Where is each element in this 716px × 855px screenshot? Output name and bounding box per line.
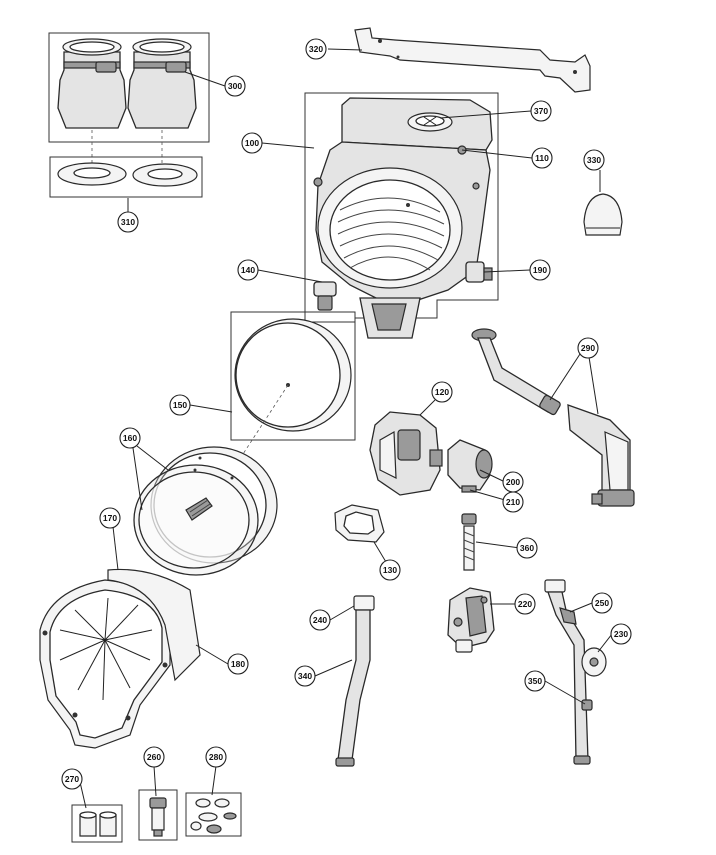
svg-text:260: 260 xyxy=(147,752,161,762)
svg-text:160: 160 xyxy=(123,433,137,443)
pipe-caps xyxy=(71,804,123,843)
callout-280: 280 xyxy=(205,746,227,768)
fan-gasket xyxy=(334,504,385,543)
drain-valve xyxy=(138,789,178,841)
fan-assembly xyxy=(369,411,443,496)
svg-text:310: 310 xyxy=(121,217,135,227)
heat-exchanger-assembly xyxy=(304,92,499,339)
svg-text:300: 300 xyxy=(228,81,242,91)
svg-text:150: 150 xyxy=(173,400,187,410)
svg-text:100: 100 xyxy=(245,138,259,148)
callout-320: 320 xyxy=(305,38,327,60)
callout-170: 170 xyxy=(99,507,121,529)
callout-130: 130 xyxy=(379,559,401,581)
seals-kit xyxy=(185,792,242,837)
callout-260: 260 xyxy=(143,746,165,768)
callout-340: 340 xyxy=(294,665,316,687)
svg-text:370: 370 xyxy=(534,106,548,116)
callout-110: 110 xyxy=(531,147,553,169)
callout-190: 190 xyxy=(529,259,551,281)
gas-valve xyxy=(447,587,495,653)
svg-text:110: 110 xyxy=(535,153,549,163)
svg-text:340: 340 xyxy=(298,671,312,681)
flue-gaskets xyxy=(49,156,203,198)
svg-text:190: 190 xyxy=(533,265,547,275)
svg-text:360: 360 xyxy=(520,543,534,553)
svg-text:280: 280 xyxy=(209,752,223,762)
callout-230: 230 xyxy=(610,623,632,645)
callout-100: 100 xyxy=(241,132,263,154)
svg-text:270: 270 xyxy=(65,774,79,784)
flue-adaptors xyxy=(48,32,210,165)
svg-text:170: 170 xyxy=(103,513,117,523)
svg-text:230: 230 xyxy=(614,629,628,639)
callout-330: 330 xyxy=(583,149,605,171)
svg-text:130: 130 xyxy=(383,565,397,575)
svg-text:250: 250 xyxy=(595,598,609,608)
callout-210: 210 xyxy=(502,491,524,513)
callout-270: 270 xyxy=(61,768,83,790)
svg-text:140: 140 xyxy=(241,265,255,275)
svg-text:240: 240 xyxy=(313,615,327,625)
svg-text:180: 180 xyxy=(231,659,245,669)
callout-370: 370 xyxy=(530,100,552,122)
svg-text:350: 350 xyxy=(528,676,542,686)
svg-text:330: 330 xyxy=(587,155,601,165)
callout-160: 160 xyxy=(119,427,141,449)
callout-200: 200 xyxy=(502,471,524,493)
callout-290: 290 xyxy=(577,337,599,359)
callout-250: 250 xyxy=(591,592,613,614)
burner-plate xyxy=(39,568,201,749)
callout-150: 150 xyxy=(169,394,191,416)
heating-flow-pipe xyxy=(335,595,375,767)
callout-240: 240 xyxy=(309,609,331,631)
callout-180: 180 xyxy=(227,653,249,675)
callout-360: 360 xyxy=(516,537,538,559)
callout-300: 300 xyxy=(224,75,246,97)
callout-120: 120 xyxy=(431,381,453,403)
callout-220: 220 xyxy=(514,593,536,615)
svg-text:220: 220 xyxy=(518,599,532,609)
heating-return-pipe xyxy=(544,579,607,765)
mounting-bracket xyxy=(354,27,591,93)
gas-nut-and-pipe xyxy=(461,513,477,571)
callout-310: 310 xyxy=(117,211,139,233)
svg-text:320: 320 xyxy=(309,44,323,54)
svg-text:200: 200 xyxy=(506,477,520,487)
burner-seal-rings xyxy=(133,446,278,576)
condensate-pipe xyxy=(471,328,635,507)
burner-door xyxy=(199,311,356,521)
svg-text:120: 120 xyxy=(435,387,449,397)
callout-350: 350 xyxy=(524,670,546,692)
svg-text:210: 210 xyxy=(506,497,520,507)
sensor-cap xyxy=(583,193,623,236)
svg-text:290: 290 xyxy=(581,343,595,353)
gas-valve-adaptor xyxy=(447,439,493,493)
callout-140: 140 xyxy=(237,259,259,281)
